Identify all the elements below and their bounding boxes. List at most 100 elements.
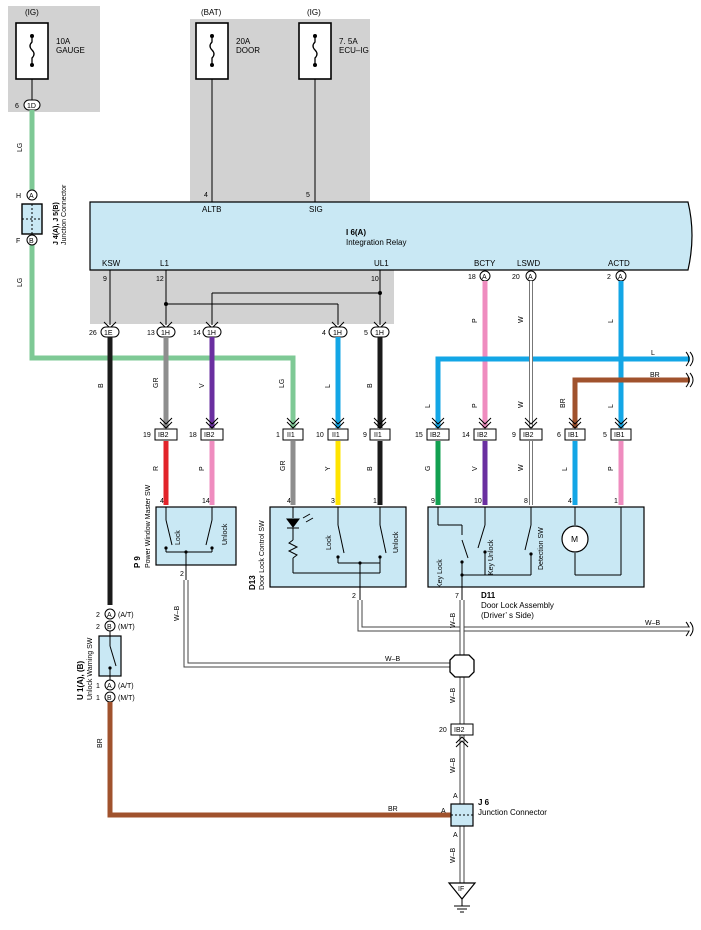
door-lock-assembly: M Key Lock Key Unlock Detection SW 7 D11…	[427, 506, 645, 620]
integration-relay: ALTB SIG I 6(A) Integration Relay KSW L1…	[89, 201, 693, 271]
j4-label: J 4(A), J 5(B)	[53, 202, 60, 245]
fuse-door-name: DOOR	[236, 46, 260, 55]
conn-ib2-18: IB2	[204, 432, 215, 439]
pin-1h-13: 13	[147, 330, 155, 337]
conn-lswd: A	[528, 274, 533, 281]
p9-unlock: Unlock	[222, 523, 229, 545]
pin-sig: 5	[306, 192, 310, 199]
lbl-b-2: B	[367, 383, 374, 388]
pin-ib2-9: 9	[512, 432, 516, 439]
p9-pin-4: 4	[160, 498, 164, 505]
fuse-gauge-name: GAUGE	[56, 46, 85, 55]
u1-tag-bot-b: (M/T)	[118, 695, 135, 702]
relay-ksw: KSW	[102, 259, 121, 268]
ib2-20-connector: 20 IB2	[439, 723, 474, 748]
conn-ib2-20: IB2	[454, 727, 465, 734]
fuse-door: (BAT) 20A DOOR	[195, 8, 260, 80]
d11-pin-8: 8	[524, 498, 528, 505]
d13-id: D13	[248, 575, 257, 590]
conn-ii1-10: II1	[332, 432, 340, 439]
pin-lswd: 20	[512, 274, 520, 281]
lbl-y: Y	[325, 466, 332, 471]
u1-conn-bot-a: A	[107, 683, 112, 690]
lbl-g: G	[425, 466, 432, 471]
d11-motor: M	[571, 534, 578, 544]
u1-pin-bot-a: 1	[96, 683, 100, 690]
p9-id: P 9	[133, 556, 142, 568]
pin-ib2-14: 14	[462, 432, 470, 439]
ground-label: IF	[458, 886, 464, 893]
conn-1e: 1E	[104, 330, 113, 337]
lbl-gr-1: GR	[153, 378, 160, 389]
lbl-wb-2: W–B	[385, 656, 401, 663]
d13-name: Door Lock Control SW	[259, 520, 266, 590]
conn-1h-5: 1H	[375, 330, 384, 337]
p9-lock: Lock	[175, 530, 182, 545]
u1-name: Unlock Warning SW	[87, 637, 94, 700]
lbl-l-1: L	[325, 384, 332, 388]
d11-name: Door Lock Assembly	[481, 601, 554, 610]
d11-pin-7: 7	[455, 593, 459, 600]
relay-lswd: LSWD	[517, 259, 540, 268]
p9-pin-14: 14	[202, 498, 210, 505]
fuse-ecu-rating: 7. 5A	[339, 37, 358, 46]
u1-pin-top-a: 2	[96, 612, 100, 619]
fuse-ecu-name: ECU–IG	[339, 46, 369, 55]
d13-pin-4: 4	[287, 498, 291, 505]
pin-ib2-18: 18	[189, 432, 197, 439]
j6-pin-left: A	[441, 808, 446, 815]
u1-conn-bot-b: B	[107, 695, 112, 702]
u1-conn-top-a: A	[107, 612, 112, 619]
relay-sig: SIG	[309, 205, 323, 214]
lbl-br-2: BR	[560, 398, 567, 408]
fuse-door-icon	[209, 36, 215, 65]
relay-actd: ACTD	[608, 259, 630, 268]
p9-pin-2: 2	[180, 571, 184, 578]
conn-ii1-9: II1	[374, 432, 382, 439]
u1-pin-bot-b: 1	[96, 695, 100, 702]
d11-id: D11	[481, 591, 496, 600]
wire-labels: B GR V L B P W L L BR L P W BR L R P GR …	[98, 316, 660, 471]
pin-ul1: 10	[371, 276, 379, 283]
pin-ii1-10: 10	[316, 432, 324, 439]
u1-conn-top-b: B	[107, 624, 112, 631]
conn-1h-4: 1H	[333, 330, 342, 337]
relay-ul1: UL1	[374, 259, 389, 268]
lbl-l-3: L	[608, 404, 615, 408]
d11-pin-9: 9	[431, 498, 435, 505]
fuse-ecu-supply: (IG)	[307, 8, 321, 17]
power-window-master-sw: Lock Unlock P 9 Power Window Master SW 2	[133, 484, 237, 580]
conn-ib2-9: IB2	[523, 432, 534, 439]
door-lock-control-sw: Lock Unlock D13 Door Lock Control SW 2	[248, 506, 407, 600]
d11-pin-10: 10	[474, 498, 482, 505]
u1-tag-bot-a: (A/T)	[118, 683, 134, 690]
u1-id: U 1(A), (B)	[76, 661, 85, 700]
lbl-wb-7: W–B	[450, 848, 457, 864]
relay-bcty: BCTY	[474, 259, 496, 268]
d13-pin-2: 2	[352, 593, 356, 600]
conn-ib2-15: IB2	[430, 432, 441, 439]
lbl-br-u1: BR	[97, 738, 104, 748]
conn-1h-14: 1H	[207, 330, 216, 337]
fuse-door-supply: (BAT)	[201, 8, 222, 17]
lbl-wb-3: W–B	[645, 620, 661, 627]
j6-pin-bot: A	[453, 832, 458, 839]
pin-1h-4: 4	[322, 330, 326, 337]
j4-pin-top: H	[16, 193, 21, 200]
lbl-gr-2: GR	[280, 461, 287, 472]
relay-name: Integration Relay	[346, 238, 406, 247]
lbl-p-2: P	[472, 403, 479, 408]
d13-pin-1: 1	[373, 498, 377, 505]
connector-boxes-2	[154, 428, 632, 441]
conn-1h-13: 1H	[161, 330, 170, 337]
colored-wires	[107, 281, 690, 605]
pin-ib1-5: 5	[603, 432, 607, 439]
pin-ib2-15: 15	[415, 432, 423, 439]
label-lg-1: LG	[17, 143, 24, 152]
conn-actd: A	[618, 274, 623, 281]
pin-ib1-6: 6	[557, 432, 561, 439]
lbl-br-j6: BR	[388, 806, 398, 813]
d11-key-lock: Key Lock	[437, 559, 444, 588]
junction-j4j5: H A F B J 4(A), J 5(B) Junction Connecto…	[16, 184, 68, 246]
pin-1h-5: 5	[364, 330, 368, 337]
